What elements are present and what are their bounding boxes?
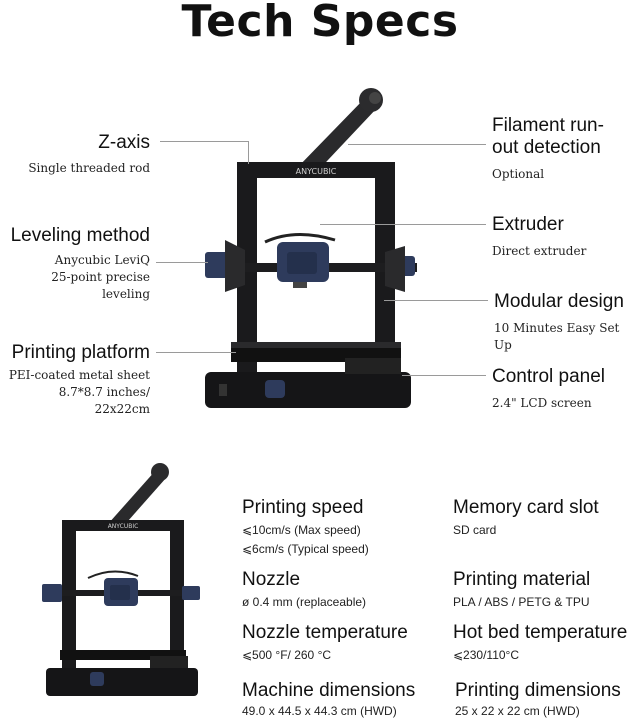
callout-leveling: Leveling method Anycubic LeviQ 25-point … (0, 225, 150, 303)
control-leader (402, 375, 486, 376)
printing-material-title: Printing material (453, 569, 591, 590)
modular-desc: 10 Minutes Easy Set Up (494, 321, 620, 352)
printing-speed-max: ⩽10cm/s (Max speed) (242, 523, 361, 537)
brand-label-small: ANYCUBIC (108, 523, 139, 530)
printing-material-value: PLA / ABS / PETG & TPU (453, 595, 590, 609)
modular-leader (384, 300, 488, 301)
callout-modular: Modular design 10 Minutes Easy Set Up (494, 291, 640, 354)
printer-illustration-large: ANYCUBIC (205, 88, 417, 408)
printing-speed-typical: ⩽6cm/s (Typical speed) (242, 542, 369, 556)
callout-platform: Printing platform PEI-coated metal sheet… (0, 342, 150, 418)
filament-leader (348, 144, 486, 145)
printing-dimensions-value: 25 x 22 x 22 cm (HWD) (455, 704, 580, 718)
memory-card-value: SD card (453, 523, 497, 537)
callout-z-axis: Z-axis Single threaded rod (0, 132, 150, 177)
extruder-leader (320, 224, 486, 225)
control-desc: 2.4" LCD screen (492, 396, 592, 410)
hot-bed-temperature-title: Hot bed temperature (453, 622, 628, 643)
z-axis-leader-v (248, 141, 249, 164)
hot-bed-temperature-value: ⩽230/110°C (453, 648, 520, 662)
z-axis-title: Z-axis (98, 132, 150, 153)
extruder-title: Extruder (492, 214, 564, 235)
spec-machine-dimensions: Machine dimensions 49.0 x 44.5 x 44.3 cm… (242, 680, 452, 721)
spec-printing-dimensions: Printing dimensions 25 x 22 x 22 cm (HWD… (455, 680, 640, 721)
spec-printing-material: Printing material PLA / ABS / PETG & TPU (453, 569, 640, 612)
machine-dimensions-title: Machine dimensions (242, 680, 416, 701)
spec-hot-bed-temperature: Hot bed temperature ⩽230/110°C (453, 622, 640, 665)
page-title: Tech Specs (181, 0, 459, 47)
memory-card-title: Memory card slot (453, 497, 599, 518)
brand-label: ANYCUBIC (296, 167, 337, 176)
spec-nozzle: Nozzle ø 0.4 mm (replaceable) (242, 569, 442, 612)
spec-memory-card: Memory card slot SD card (453, 497, 640, 540)
z-axis-desc: Single threaded rod (28, 161, 150, 175)
extruder-desc: Direct extruder (492, 244, 587, 258)
nozzle-temperature-value: ⩽500 °F/ 260 °C (242, 648, 332, 662)
filament-desc: Optional (492, 167, 545, 181)
filament-title-2: out detection (492, 137, 601, 158)
nozzle-value: ø 0.4 mm (replaceable) (242, 595, 367, 609)
machine-dimensions-value: 49.0 x 44.5 x 44.3 cm (HWD) (242, 704, 397, 718)
filament-title-1: Filament run- (492, 115, 604, 136)
leveling-desc-1: Anycubic LeviQ (54, 253, 150, 267)
leveling-title: Leveling method (10, 225, 150, 246)
printer-illustration-small: ANYCUBIC (42, 463, 200, 696)
spec-nozzle-temperature: Nozzle temperature ⩽500 °F/ 260 °C (242, 622, 452, 665)
platform-desc-3: 22x22cm (94, 402, 150, 416)
printing-speed-title: Printing speed (242, 497, 364, 518)
platform-title: Printing platform (11, 342, 150, 363)
callout-extruder: Extruder Direct extruder (492, 214, 638, 260)
spec-printing-speed: Printing speed ⩽10cm/s (Max speed) ⩽6cm/… (242, 497, 442, 559)
nozzle-temperature-title: Nozzle temperature (242, 622, 408, 643)
modular-title: Modular design (494, 291, 624, 312)
nozzle-title: Nozzle (242, 569, 301, 590)
leveling-desc-2: 25-point precise leveling (51, 270, 150, 301)
leveling-leader (156, 262, 208, 263)
platform-leader (156, 352, 236, 353)
callout-filament: Filament run- out detection Optional (492, 115, 638, 183)
z-axis-leader (160, 141, 248, 142)
control-title: Control panel (492, 366, 606, 387)
printing-dimensions-title: Printing dimensions (455, 680, 621, 701)
platform-desc-1: PEI-coated metal sheet (8, 368, 150, 382)
callout-control: Control panel 2.4" LCD screen (492, 366, 638, 412)
platform-desc-2: 8.7*8.7 inches/ (58, 385, 150, 399)
